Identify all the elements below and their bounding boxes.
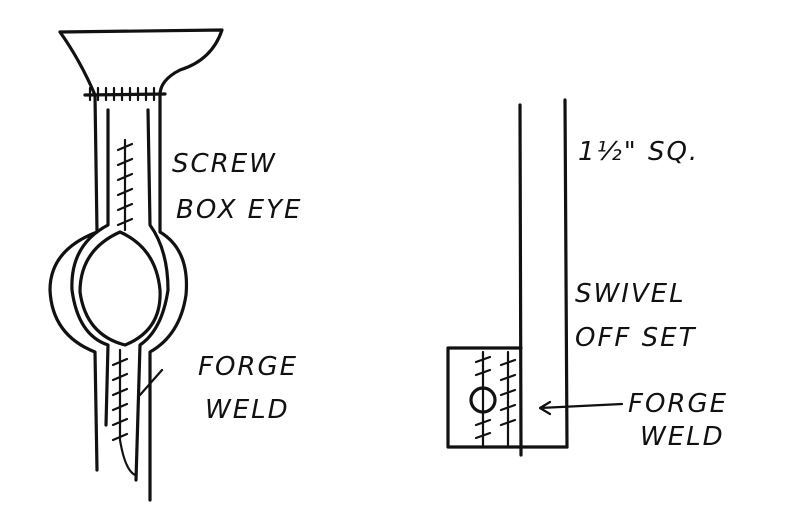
label-offset: OFF SET — [575, 323, 697, 353]
label-weld-right: WELD — [640, 422, 725, 452]
label-size: 1½" SQ. — [578, 137, 699, 167]
screw-box-eye-drawing — [48, 28, 224, 502]
label-weld-left: WELD — [205, 395, 290, 425]
label-box-eye: BOX EYE — [176, 195, 302, 225]
label-forge-right: FORGE — [628, 389, 728, 419]
label-swivel: SWIVEL — [575, 279, 686, 309]
label-screw: SCREW — [172, 149, 277, 179]
swivel-offset-drawing — [446, 98, 624, 457]
label-forge-left: FORGE — [198, 352, 298, 382]
